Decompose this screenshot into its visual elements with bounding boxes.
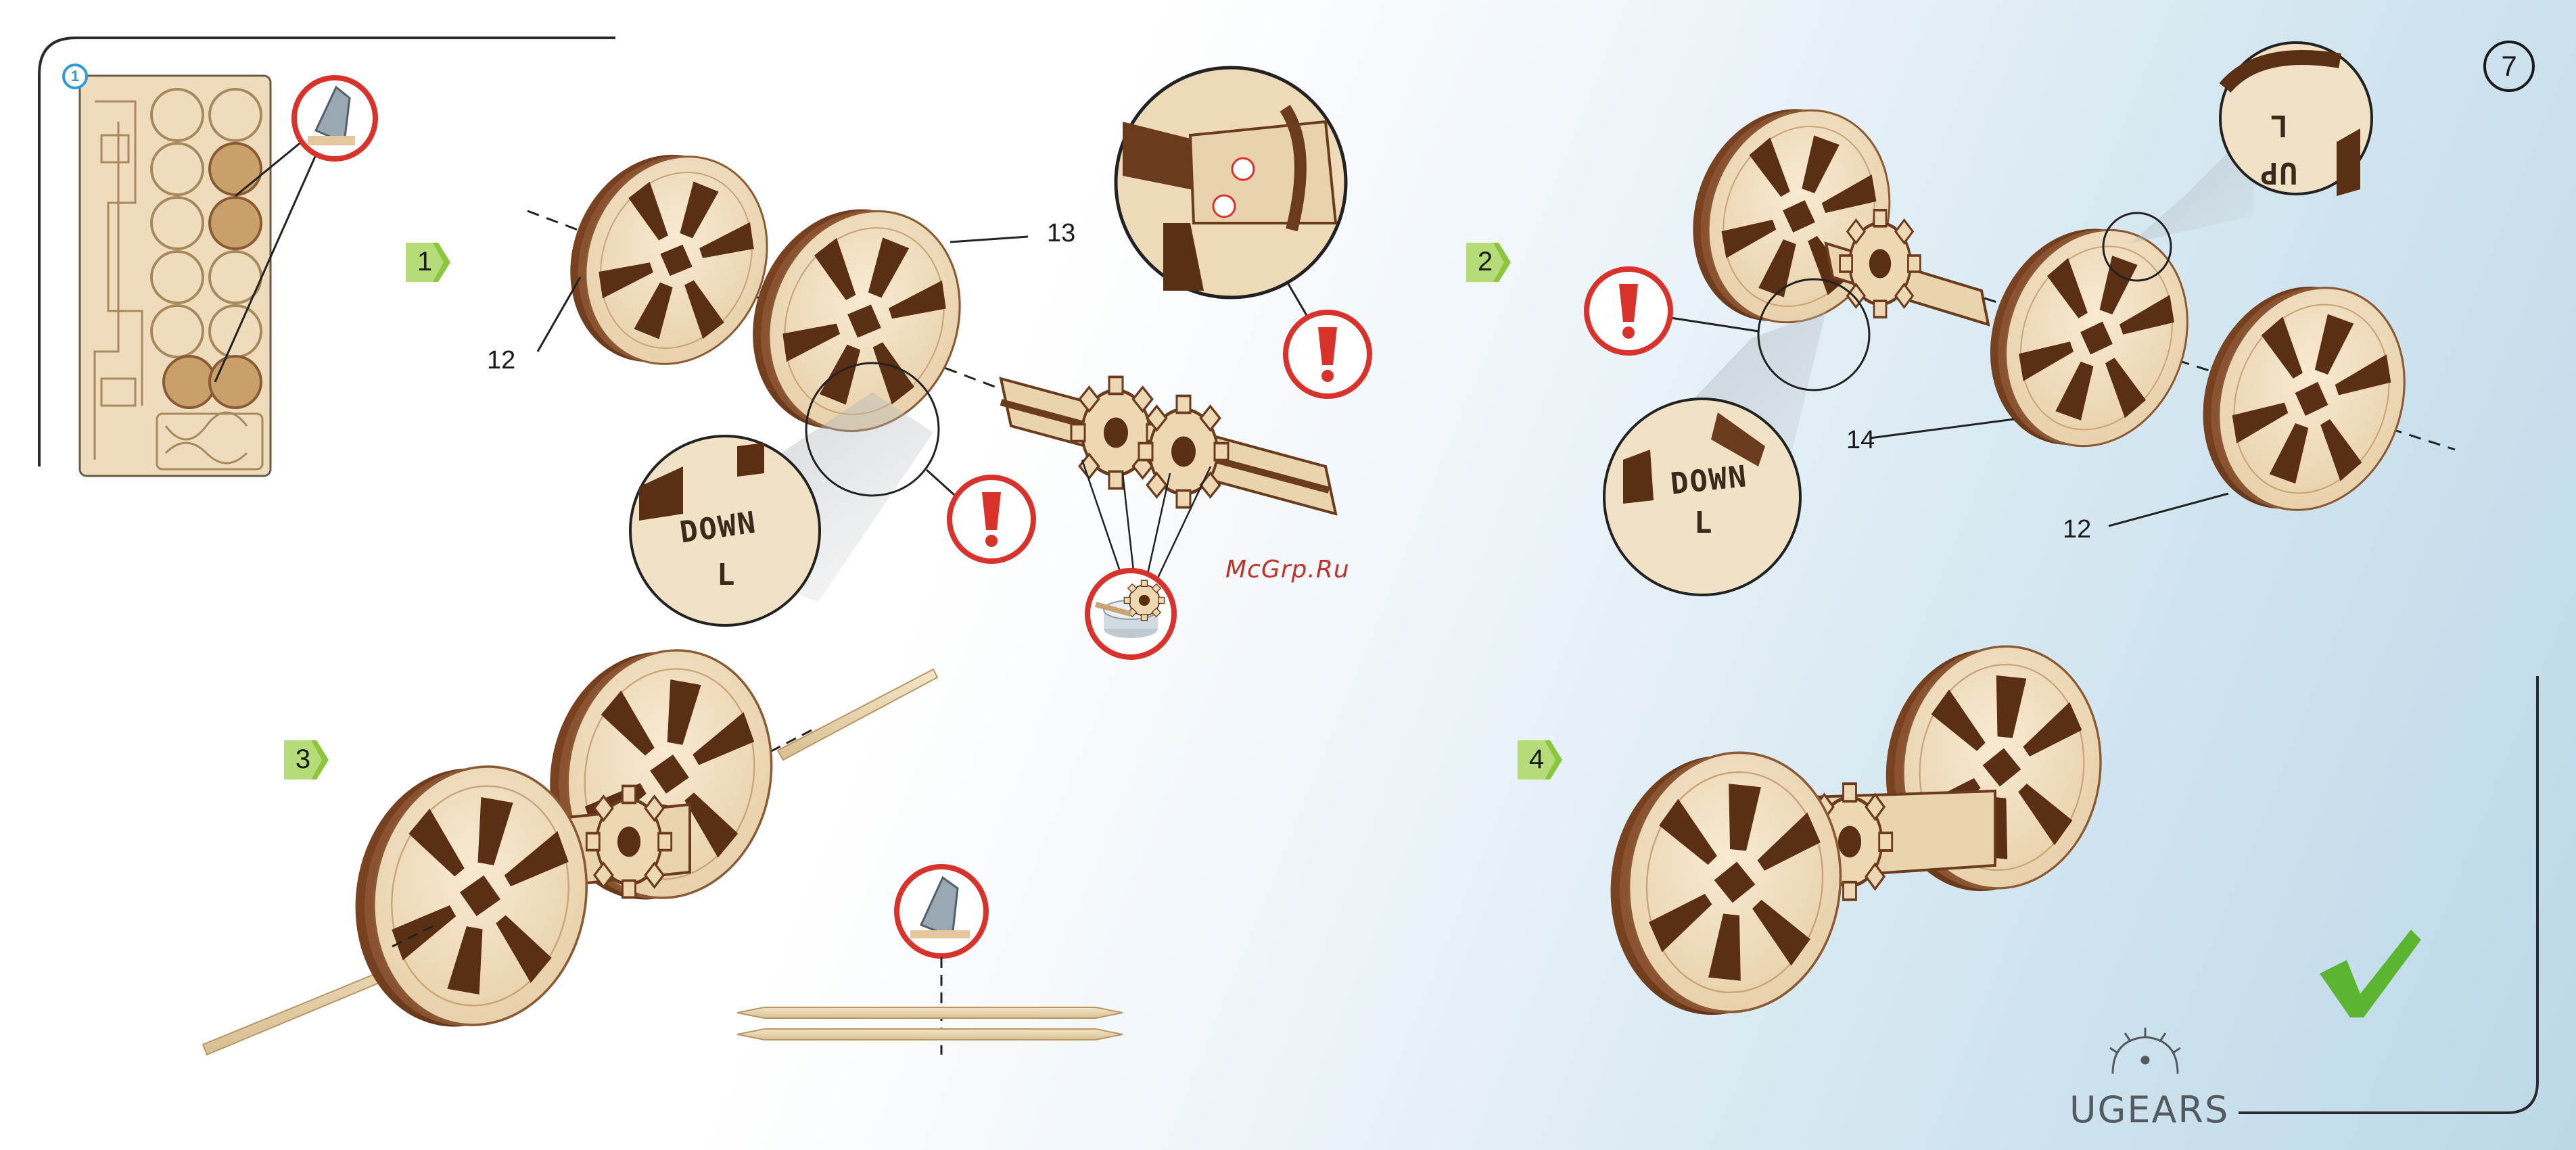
cutter-knife-icon: [897, 867, 986, 956]
axle-assembly: [1001, 377, 1336, 514]
exclamation-warning-icon: [950, 477, 1033, 561]
up-stamp: UP: [2259, 155, 2297, 190]
step-3-badge: 3: [284, 740, 329, 780]
gear-logo-icon: [2110, 1028, 2180, 1074]
left-stamp-up: L: [2269, 108, 2289, 143]
left-stamp: L: [717, 558, 736, 592]
part-label-14: 14: [1846, 426, 1875, 455]
page-number: 7: [2483, 41, 2535, 92]
left-stamp-2: L: [1694, 506, 1714, 540]
step-2-diagram: [1587, 43, 2455, 595]
step-1-badge: 1: [406, 243, 450, 282]
step-4-badge: 4: [1518, 740, 1562, 780]
parts-sheet: [80, 76, 375, 476]
step-2-badge: 2: [1466, 243, 1511, 282]
zoom-slot-detail: [1116, 68, 1346, 297]
part-label-12: 12: [487, 346, 515, 375]
glue-pot-icon: [1087, 571, 1174, 657]
cutter-knife-icon: [294, 78, 375, 159]
brand-logo-text: UGEARS: [2069, 1088, 2229, 1131]
sheet-number: 1: [62, 64, 88, 89]
checkmark-icon: [2320, 930, 2421, 1017]
part-label-12b: 12: [2063, 515, 2091, 544]
watermark: McGrp.Ru: [1225, 556, 1350, 583]
part-label-13: 13: [1047, 219, 1075, 248]
step-3-diagram: [203, 631, 1123, 1055]
step-4-diagram: [1598, 635, 2421, 1027]
